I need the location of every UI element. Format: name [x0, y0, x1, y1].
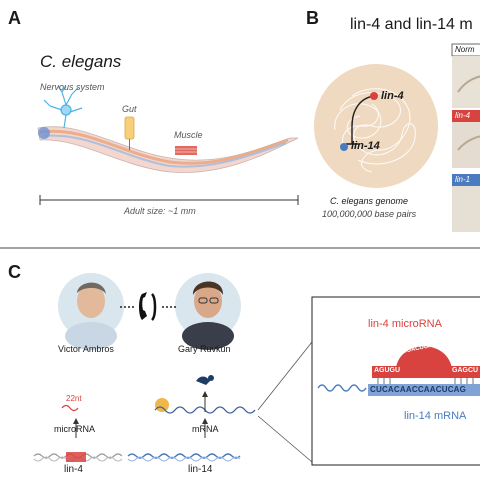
- nervous-system-label: Nervous system: [40, 82, 105, 92]
- scale-bar: [39, 195, 299, 205]
- person1-name: Victor Ambros: [58, 344, 114, 354]
- inset-microrna-label: lin-4 microRNA: [368, 318, 442, 330]
- panel-c-letter: C: [8, 262, 21, 282]
- lin14-tab-label: lin-1: [455, 175, 471, 184]
- seq-left: AGUGU: [374, 367, 401, 374]
- normal-tab-label: Norm: [455, 45, 475, 54]
- lin14-mrna-diagram: [127, 375, 256, 462]
- microrna-label: microRNA: [54, 424, 96, 434]
- genome-circle: [314, 64, 438, 188]
- lin4-gene-label: lin-4: [381, 90, 404, 102]
- muscle-label: Muscle: [174, 130, 203, 140]
- worm-illustration: [37, 126, 299, 173]
- mirna-mrna-duplex: [317, 346, 480, 396]
- dna-tangle: [334, 88, 416, 173]
- seq-target: CUCACAACCAACUCAG: [370, 385, 467, 394]
- seq-right: GAGCU: [452, 367, 479, 374]
- inset-mrna-label: lin-14 mRNA: [404, 410, 467, 422]
- zoom-line-bottom: [257, 415, 313, 463]
- organism-title: C. elegans: [40, 52, 122, 71]
- lin4-lin14-link: [340, 92, 378, 151]
- mrna-label: mRNA: [192, 424, 219, 434]
- muscle-icon: [175, 146, 197, 155]
- panel-b-letter: B: [306, 8, 319, 28]
- zoom-line-top: [257, 341, 313, 411]
- gut-label: Gut: [122, 104, 137, 114]
- binding-inset: [311, 296, 480, 466]
- gary-ruvkun-portrait: [175, 273, 241, 350]
- person2-name: Gary Ruvkun: [178, 344, 231, 354]
- neuron-icon: [43, 85, 83, 129]
- panel-a-letter: A: [8, 8, 21, 28]
- panel-b-title: lin-4 and lin-14 m: [350, 16, 473, 33]
- phone-icon: [120, 292, 178, 321]
- genome-label: C. elegans genome: [330, 196, 409, 206]
- lin14-gene-label: lin-14: [351, 140, 380, 152]
- lin4-tab-label: lin-4: [455, 111, 471, 120]
- lin4-gene-name: lin-4: [64, 464, 83, 475]
- nt-length-label: 22nt: [66, 394, 82, 403]
- gut-icon: [124, 116, 135, 150]
- adult-size-label: Adult size: ~1 mm: [124, 206, 196, 216]
- lin4-microrna-diagram: [33, 404, 123, 462]
- phenotype-photos: [451, 43, 480, 232]
- lin14-gene-name: lin-14: [188, 464, 213, 475]
- genome-size-label: 100,000,000 base pairs: [322, 209, 417, 219]
- victor-ambros-portrait: [58, 273, 124, 350]
